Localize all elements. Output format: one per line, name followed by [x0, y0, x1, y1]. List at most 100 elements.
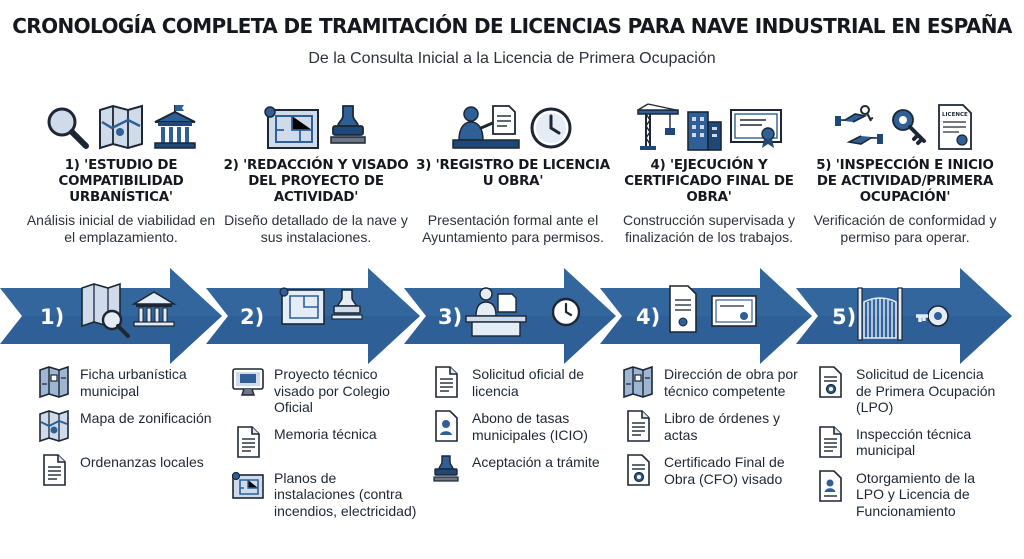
- band-gate-icon: [857, 287, 903, 341]
- licence-icon: LICENCE: [938, 104, 972, 150]
- timeline-arrow-5: [796, 268, 1012, 364]
- list-item: Ordenanzas locales: [36, 452, 226, 488]
- licence-label: LICENCE: [942, 112, 968, 118]
- blueprint-icon: [230, 468, 266, 504]
- band-clock-icon: [551, 297, 581, 327]
- step-5-number: 5): [832, 305, 856, 329]
- step-2-checklist: Proyecto técnico visado por Colegio Ofic…: [230, 364, 420, 527]
- list-item: Dirección de obra por técnico competente: [620, 364, 810, 400]
- zoning-map-icon: [36, 408, 72, 444]
- list-item: Planos de instalaciones (contra incendio…: [230, 468, 420, 520]
- key-handover-icon: [835, 105, 883, 145]
- step-4: 4) 'EJECUCIÓN Y CERTIFICADO FINAL DE OBR…: [612, 94, 806, 246]
- key-icon: [892, 109, 926, 145]
- list-item-text: Dirección de obra por técnico competente: [664, 366, 798, 399]
- step-2-icons: [219, 94, 413, 152]
- list-item: Libro de órdenes y actas: [620, 408, 810, 444]
- step-4-number: 4): [636, 305, 660, 329]
- clerk-icon: [452, 105, 520, 149]
- blueprint-icon: [264, 106, 319, 149]
- list-item: Memoria técnica: [230, 424, 420, 460]
- band-document-icon: [669, 285, 697, 333]
- band-blueprint-icon: [279, 287, 325, 325]
- band-certificate-icon: [711, 295, 757, 327]
- list-item-text: Solicitud oficial de licencia: [472, 366, 585, 399]
- certificate-icon: [730, 109, 782, 148]
- certified-document-icon: [812, 364, 848, 400]
- list-item: Certificado Final de Obra (CFO) visado: [620, 452, 810, 488]
- document-icon: [36, 452, 72, 488]
- document-icon: [428, 364, 464, 400]
- list-item-text: Otorgamiento de la LPO y Licencia de Fun…: [856, 469, 976, 519]
- map-document-icon: [36, 364, 72, 400]
- step-2-title: 2) 'REDACCIÓN Y VISADO DEL PROYECTO DE A…: [223, 158, 409, 205]
- step-3-number: 3): [438, 305, 462, 329]
- magnifier-icon: [47, 107, 89, 149]
- list-item-text: Proyecto técnico visado por Colegio Ofic…: [274, 366, 390, 415]
- stamp-icon: [428, 452, 464, 488]
- list-item-text: Certificado Final de Obra (CFO) visado: [664, 454, 785, 487]
- monitor-icon: [230, 364, 266, 400]
- step-2-description: Diseño detallado de la nave y sus instal…: [224, 212, 408, 245]
- step-4-description: Construcción supervisada y finalización …: [623, 212, 795, 245]
- list-item: Solicitud oficial de licencia: [428, 364, 618, 400]
- step-1: 1) 'ESTUDIO DE COMPATIBILIDAD URBANÍSTIC…: [24, 94, 218, 246]
- band-key-icon: [916, 305, 949, 327]
- step-1-icons: [24, 94, 218, 152]
- list-item: Solicitud de Licencia de Primera Ocupaci…: [812, 364, 1002, 416]
- step-2: 2) 'REDACCIÓN Y VISADO DEL PROYECTO DE A…: [219, 94, 413, 246]
- step-5-description: Verificación de conformidad y permiso pa…: [813, 212, 997, 245]
- id-document-icon: [812, 468, 848, 504]
- certified-document-icon: [620, 452, 656, 488]
- timeline-arrow-band: 1) 2) 3) 4) 5): [0, 268, 1012, 364]
- list-item: Aceptación a trámite: [428, 452, 618, 488]
- step-5: LICENCE 5) 'INSPECCIÓN E INICIO DE ACTIV…: [808, 94, 1002, 246]
- step-4-icons: [612, 94, 806, 152]
- list-item-text: Planos de instalaciones (contra incendio…: [274, 469, 417, 519]
- step-5-icons: LICENCE: [808, 94, 1002, 152]
- band-clerk-desk-icon: [465, 287, 527, 337]
- list-item-text: Solicitud de Licencia de Primera Ocupaci…: [856, 366, 996, 415]
- list-item: Mapa de zonificación: [36, 408, 226, 444]
- band-map-magnifier-icon: [81, 282, 130, 338]
- step-2-number: 2): [240, 305, 264, 329]
- list-item: Otorgamiento de la LPO y Licencia de Fun…: [812, 468, 1002, 520]
- document-icon: [812, 424, 848, 460]
- list-item-text: Inspección técnica municipal: [856, 425, 972, 459]
- step-4-title: 4) 'EJECUCIÓN Y CERTIFICADO FINAL DE OBR…: [624, 158, 794, 205]
- step-4-checklist: Dirección de obra por técnico competente…: [620, 364, 810, 496]
- step-1-description: Análisis inicial de viabilidad en el emp…: [26, 212, 216, 245]
- timeline-arrow-4: [600, 268, 812, 364]
- document-icon: [230, 424, 266, 460]
- clock-icon: [530, 107, 572, 149]
- document-icon: [620, 408, 656, 444]
- page-title: CRONOLOGÍA COMPLETA DE TRAMITACIÓN DE LI…: [12, 14, 1012, 38]
- building-icon: [687, 111, 722, 151]
- step-3: 3) 'REGISTRO DE LICENCIA U OBRA' Present…: [416, 94, 610, 246]
- step-1-title: 1) 'ESTUDIO DE COMPATIBILIDAD URBANÍSTIC…: [58, 158, 184, 205]
- step-1-checklist: Ficha urbanística municipal Mapa de zoni…: [36, 364, 226, 496]
- list-item-text: Abono de tasas municipales (ICIO): [472, 410, 588, 443]
- list-item-text: Ordenanzas locales: [80, 454, 204, 470]
- list-item-text: Aceptación a trámite: [472, 454, 600, 470]
- step-1-number: 1): [40, 305, 64, 329]
- band-stamp-icon: [331, 289, 363, 320]
- band-town-hall-icon: [131, 291, 177, 327]
- stamp-icon: [330, 105, 366, 144]
- step-3-checklist: Solicitud oficial de licencia Abono de t…: [428, 364, 618, 496]
- list-item-text: Memoria técnica: [274, 425, 377, 442]
- step-3-icons: [416, 94, 610, 152]
- step-5-title: 5) 'INSPECCIÓN E INICIO DE ACTIVIDAD/PRI…: [816, 158, 994, 205]
- list-item-text: Ficha urbanística municipal: [80, 366, 187, 399]
- map-document-icon: [620, 364, 656, 400]
- list-item: Abono de tasas municipales (ICIO): [428, 408, 618, 444]
- fee-payment-icon: [428, 408, 464, 444]
- list-item-text: Libro de órdenes y actas: [664, 410, 780, 443]
- list-item: Inspección técnica municipal: [812, 424, 1002, 460]
- step-5-checklist: Solicitud de Licencia de Primera Ocupaci…: [812, 364, 1002, 527]
- town-hall-icon: [154, 105, 196, 149]
- list-item: Proyecto técnico visado por Colegio Ofic…: [230, 364, 420, 416]
- step-3-description: Presentación formal ante el Ayuntamiento…: [422, 212, 604, 245]
- page-subtitle: De la Consulta Inicial a la Licencia de …: [308, 50, 716, 67]
- list-item: Ficha urbanística municipal: [36, 364, 226, 400]
